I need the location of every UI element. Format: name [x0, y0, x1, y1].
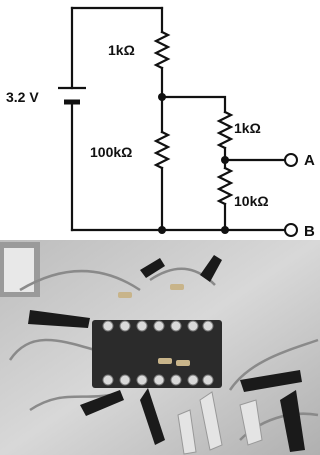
terminal-b-label: B [304, 223, 315, 240]
alligator-clip [200, 255, 222, 282]
alligator-clip [240, 370, 302, 392]
screw-terminal [136, 374, 148, 386]
resistor-1k-right [216, 110, 234, 150]
terminal-a-label: A [304, 152, 315, 169]
terminal-a-circle [284, 153, 298, 167]
resistor-1k-top [153, 30, 171, 70]
circuit-schematic: 3.2 V 1kΩ 100kΩ 1kΩ 10kΩ A B [6, 6, 315, 240]
battery-label: 3.2 V [6, 89, 39, 105]
alligator-clip [140, 388, 165, 445]
screw-terminal [102, 374, 114, 386]
resistor-component [118, 292, 132, 298]
screw-terminal [170, 374, 182, 386]
alligator-clip [28, 310, 90, 328]
screw-terminal [119, 374, 131, 386]
label-r-bottom-right: 10kΩ [234, 193, 269, 209]
screw-terminal [202, 320, 214, 332]
screw-terminal [136, 320, 148, 332]
junction-dot [221, 226, 229, 234]
screw-terminal [102, 320, 114, 332]
resistor-component [176, 360, 190, 366]
alligator-clip [280, 390, 305, 452]
wire-branch [160, 95, 227, 114]
screw-terminal [119, 320, 131, 332]
resistor-component [158, 358, 172, 364]
label-r-top-right: 1kΩ [234, 120, 261, 136]
wire-gray [149, 267, 216, 286]
wire-gray [228, 338, 319, 391]
alligator-clip-white [199, 391, 223, 451]
breadboard-photo [0, 240, 320, 455]
screw-terminal [153, 320, 165, 332]
alligator-clip-white [177, 409, 197, 455]
resistor-component [170, 284, 184, 290]
alligator-clip-white [239, 399, 263, 446]
screw-terminal [187, 374, 199, 386]
junction-dot [158, 93, 166, 101]
wire-gray [8, 338, 96, 361]
screw-terminal [187, 320, 199, 332]
label-r-top-left: 1kΩ [108, 42, 135, 58]
alligator-clip [80, 390, 124, 416]
screw-terminal [153, 374, 165, 386]
resistor-10k [216, 166, 234, 206]
screw-terminal [202, 374, 214, 386]
terminal-b-circle [284, 223, 298, 237]
junction-dot [158, 226, 166, 234]
wire-gray [19, 269, 141, 292]
junction-dot [221, 156, 229, 164]
wire-gray [29, 393, 111, 412]
alligator-clip [140, 258, 165, 278]
screw-terminal [170, 320, 182, 332]
label-r-bottom-left: 100kΩ [90, 144, 132, 160]
resistor-100k [153, 130, 171, 170]
terminal-board [92, 320, 222, 388]
